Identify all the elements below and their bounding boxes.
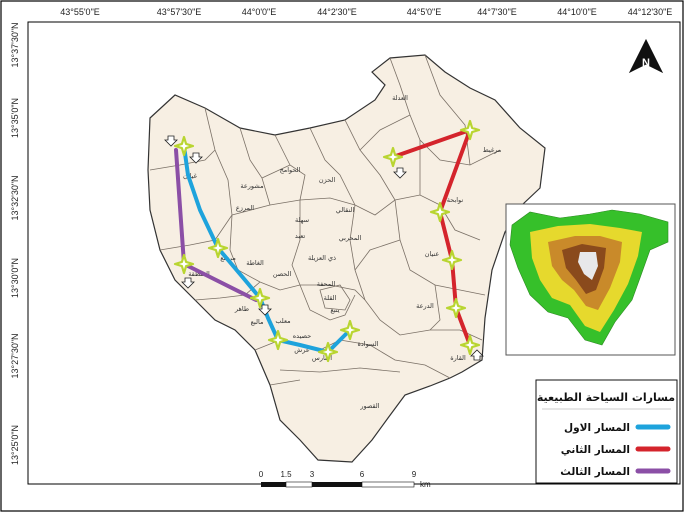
route-label: الفارس	[312, 354, 332, 362]
route-label: المنطقة	[188, 270, 210, 278]
legend-label-route-3: المسار الثالث	[560, 466, 630, 478]
north-arrow-letter: N	[642, 57, 650, 69]
district-label: الحزن	[319, 176, 336, 184]
scale-tick-label: 3	[310, 470, 315, 479]
top-label-1: 43°55'0"E	[60, 7, 100, 17]
route-label: معلب	[275, 317, 290, 325]
legend-title: مسارات السياحة الطبيعية	[537, 391, 675, 404]
star-marker-icon	[173, 135, 195, 157]
star-marker-icon	[339, 319, 361, 341]
district-labels: العدلة مرغيط نوابحة عنيان الدرعة القارة …	[236, 94, 501, 410]
legend-label-route-1: المسار الاول	[564, 422, 630, 434]
district-label: الحوامج	[280, 166, 301, 174]
scale-segment	[261, 482, 286, 487]
top-label-2: 43°57'30"E	[157, 7, 202, 17]
district-label: ينبع	[330, 306, 339, 314]
district-label: النقالي	[336, 206, 355, 214]
star-marker-icon	[445, 297, 467, 319]
district-label: المرزع	[236, 204, 254, 212]
left-graticule-labels: 13°37'30"N 13°35'0"N 13°32'30"N 13°30'0"…	[10, 22, 20, 465]
top-label-7: 44°10'0"E	[557, 7, 597, 17]
arrow-down-icon	[258, 304, 272, 316]
star-marker-icon	[249, 287, 271, 309]
route-label: مالبع	[251, 318, 264, 326]
district-label: مشورعة	[240, 182, 263, 190]
top-label-8: 44°12'30"E	[628, 7, 673, 17]
star-marker-icon	[317, 341, 339, 363]
north-arrow: N	[628, 38, 664, 74]
route-2-line	[391, 128, 472, 347]
district-label: نوابحة	[447, 196, 464, 204]
district-label: الحصن	[273, 270, 292, 278]
top-label-6: 44°7'30"E	[477, 7, 517, 17]
inset-relief-map	[505, 203, 676, 356]
north-arrow-icon	[628, 38, 664, 74]
left-label-2: 13°35'0"N	[10, 98, 20, 138]
scale-tick-label: 1.5	[280, 470, 292, 479]
route-label: عرش	[294, 346, 310, 354]
district-label: المحفة	[317, 280, 336, 288]
star-marker-icon	[459, 119, 481, 141]
scale-segment	[361, 481, 415, 488]
star-marker-icon	[382, 146, 404, 168]
inset-peak	[578, 252, 598, 280]
left-label-1: 13°37'30"N	[10, 22, 20, 67]
scale-tick-label: 9	[412, 470, 417, 479]
study-area-boundary	[147, 54, 546, 463]
district-boundaries	[149, 54, 501, 386]
scale-bar: 0 1.5 3 6 9 km	[259, 470, 431, 489]
district-label: القلة	[324, 294, 337, 302]
district-label: الغاطة	[246, 259, 264, 267]
direction-arrows	[164, 135, 484, 361]
district-label: المحربي	[339, 234, 362, 242]
scale-segment	[312, 482, 362, 487]
left-label-4: 13°30'0"N	[10, 258, 20, 298]
route-label: طاهر	[234, 305, 249, 313]
district-label: مرغيط	[483, 146, 502, 154]
scale-tick-label: 0	[259, 470, 264, 479]
star-marker-icon	[173, 253, 195, 275]
scale-tick-label: 6	[360, 470, 365, 479]
top-label-5: 44°5'0"E	[407, 7, 442, 17]
arrow-down-icon	[189, 152, 203, 164]
arrow-down-icon	[393, 167, 407, 179]
district-label: القارة	[450, 354, 466, 362]
top-graticule-labels: 43°55'0"E 43°57'30"E 44°0'0"E 44°2'30"E …	[60, 7, 672, 17]
top-label-4: 44°2'30"E	[317, 7, 357, 17]
star-marker-icon	[441, 249, 463, 271]
legend-box	[535, 379, 678, 484]
legend: مسارات السياحة الطبيعية المسار الاول الم…	[535, 379, 678, 484]
left-label-5: 13°27'30"N	[10, 333, 20, 378]
scale-segment	[285, 481, 313, 488]
left-label-6: 13°25'0"N	[10, 425, 20, 465]
district-label: سهلة	[295, 216, 309, 224]
legend-label-route-2: المسار الثاني	[561, 444, 630, 456]
route-markers	[173, 119, 481, 363]
route-label: حصيده	[293, 332, 311, 340]
district-label: تعبد	[295, 232, 306, 240]
district-label: السوادة	[357, 340, 378, 348]
star-marker-icon	[459, 334, 481, 356]
top-label-3: 44°0'0"E	[242, 7, 277, 17]
district-label: العدلة	[392, 94, 408, 102]
star-marker-icon	[207, 237, 229, 259]
scale-unit: km	[420, 480, 431, 489]
arrow-down-icon	[164, 135, 178, 147]
district-label: القصور	[359, 402, 379, 410]
district-label: عنيان	[425, 250, 440, 258]
star-marker-icon	[267, 329, 289, 351]
left-label-3: 13°32'30"N	[10, 175, 20, 220]
arrow-down-icon	[181, 277, 195, 289]
star-marker-icon	[429, 201, 451, 223]
district-label: الدرعة	[416, 302, 434, 310]
district-label: ذي العزيلة	[308, 254, 336, 262]
arrow-up-icon	[470, 349, 484, 361]
